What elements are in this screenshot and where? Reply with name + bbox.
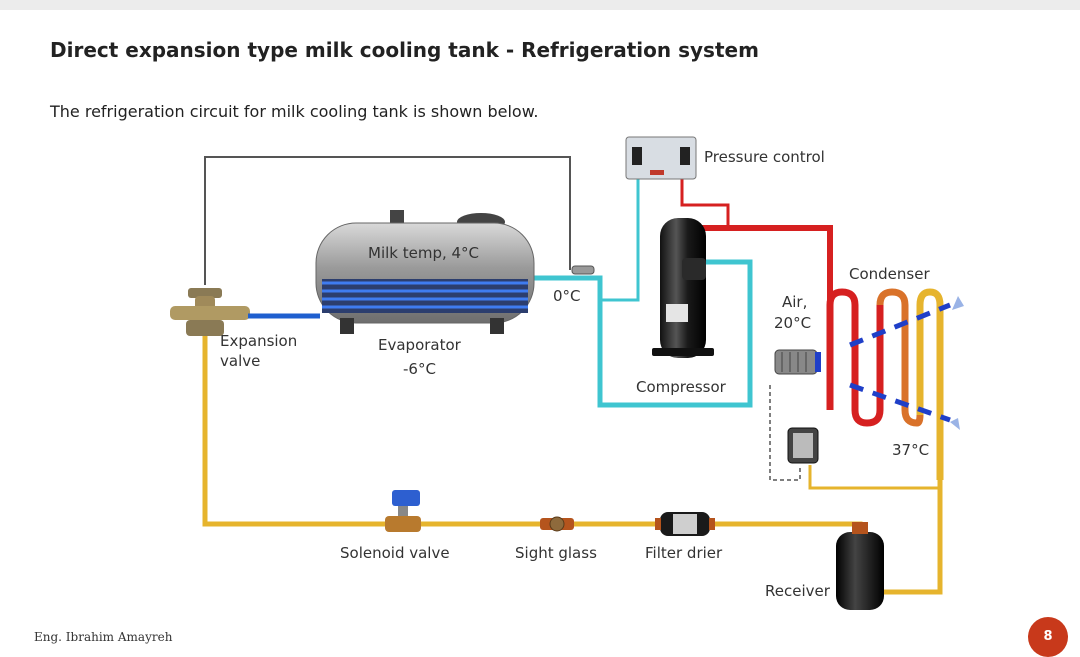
- slide-subtitle: The refrigeration circuit for milk cooli…: [50, 102, 539, 121]
- author-footer: Eng. Ibrahim Amayreh: [34, 630, 173, 644]
- air-flow-arrows: [849, 302, 951, 423]
- filter-drier: [655, 512, 715, 536]
- condenser-to-switch-line: [808, 465, 940, 490]
- sight-glass-label: Sight glass: [515, 544, 597, 562]
- expansion-valve: [170, 288, 250, 336]
- air-arrow-head-bottom: [950, 418, 960, 430]
- milk-tank: [315, 210, 535, 334]
- compressor-label: Compressor: [636, 378, 727, 396]
- top-bar: [0, 0, 1080, 10]
- milk-temp-label: Milk temp, 4°C: [368, 244, 479, 262]
- condenser-coil: [826, 288, 944, 480]
- solenoid-valve-label: Solenoid valve: [340, 544, 450, 562]
- expansion-valve-label-2: valve: [220, 352, 260, 370]
- evaporator-temp-label: -6°C: [403, 360, 436, 378]
- sight-glass: [540, 516, 574, 532]
- expansion-valve-label: Expansion: [220, 332, 297, 350]
- receiver: [836, 522, 884, 610]
- filter-drier-label: Filter drier: [645, 544, 723, 562]
- condenser-label: Condenser: [849, 265, 930, 283]
- suction-line: [520, 259, 753, 408]
- evaporator-label: Evaporator: [378, 336, 462, 354]
- pressure-control-suction-line: [600, 178, 640, 302]
- evaporator-outlet-temp-label: 0°C: [553, 287, 581, 305]
- air-temp-label: 20°C: [774, 314, 811, 332]
- pressure-control: [625, 136, 697, 180]
- condenser-temp-label: 37°C: [892, 441, 929, 459]
- compressor: [652, 218, 714, 358]
- slide-title: Direct expansion type milk cooling tank …: [50, 38, 759, 62]
- air-arrow-head-top: [952, 296, 964, 310]
- liquid-line: [202, 318, 863, 535]
- pressure-control-label: Pressure control: [704, 148, 825, 166]
- solenoid-valve: [385, 490, 421, 532]
- page-number-badge: 8: [1028, 617, 1068, 657]
- air-label: Air,: [782, 293, 807, 311]
- evaporator-coil: [322, 279, 528, 313]
- bulb-sensor: [571, 265, 595, 275]
- sensing-line: [204, 156, 571, 285]
- pressure-control-discharge-line: [680, 178, 730, 230]
- condenser-outlet-line: [884, 480, 943, 595]
- fan-pressure-switch: [787, 427, 819, 464]
- receiver-label: Receiver: [765, 582, 831, 600]
- condenser-fan: [774, 349, 821, 375]
